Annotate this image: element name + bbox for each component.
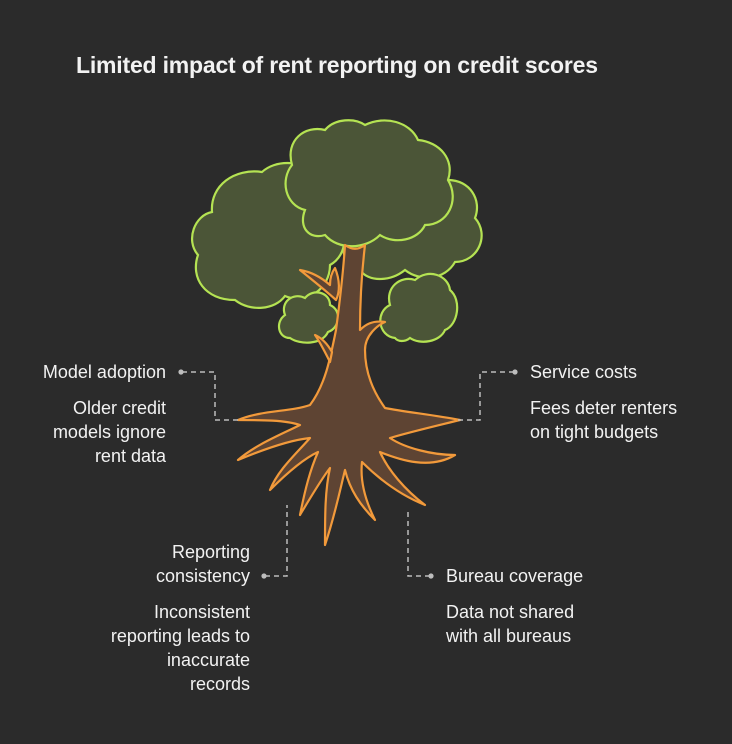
connector-reporting-consistency xyxy=(265,505,288,577)
canopy-small-left xyxy=(277,291,340,344)
desc-model-adoption-line: rent data xyxy=(94,446,166,466)
dot-reporting-consistency xyxy=(261,573,267,579)
desc-reporting-consistency-line: Inconsistent xyxy=(153,602,250,622)
label-reporting-consistency-line: Reporting xyxy=(171,542,250,562)
label-bureau-coverage: Bureau coverage xyxy=(446,566,584,586)
label-model-adoption: Model adoption xyxy=(42,362,166,382)
connector-dots xyxy=(178,369,518,579)
connector-model-adoption xyxy=(182,371,240,421)
connector-service-costs xyxy=(458,371,514,421)
desc-bureau-coverage-line: with all bureaus xyxy=(446,626,572,646)
desc-bureau-coverage-line: Data not shared xyxy=(446,602,575,622)
desc-service-costs-line: Fees deter renters xyxy=(530,398,678,418)
branch-lower-left xyxy=(313,333,334,364)
label-reporting-consistency: Reporting consistency xyxy=(156,540,250,588)
label-service-costs: Service costs xyxy=(530,362,638,382)
dot-bureau-coverage xyxy=(428,573,434,579)
desc-model-adoption: Older credit models ignore rent data xyxy=(53,396,166,468)
desc-reporting-consistency-line: records xyxy=(189,674,250,694)
desc-service-costs: Fees deter renters on tight budgets xyxy=(530,396,677,444)
desc-reporting-consistency-line: reporting leads to xyxy=(110,626,250,646)
label-reporting-consistency-line: consistency xyxy=(155,566,250,586)
tree-trunk-and-roots xyxy=(236,243,462,547)
canopy-small-right xyxy=(379,272,459,343)
desc-model-adoption-line: Older credit xyxy=(72,398,166,418)
branch-left xyxy=(298,266,340,302)
connector-bureau-coverage xyxy=(407,510,430,577)
desc-bureau-coverage: Data not shared with all bureaus xyxy=(446,600,574,648)
connectors xyxy=(182,371,514,577)
desc-reporting-consistency-line: inaccurate xyxy=(166,650,250,670)
tree-trunk xyxy=(236,243,462,547)
desc-model-adoption-line: models ignore xyxy=(52,422,166,442)
diagram-title: Limited impact of rent reporting on cred… xyxy=(76,52,598,78)
dot-model-adoption xyxy=(178,369,184,375)
tree-canopy xyxy=(190,119,483,344)
desc-reporting-consistency: Inconsistent reporting leads to inaccura… xyxy=(111,600,250,696)
desc-service-costs-line: on tight budgets xyxy=(530,422,659,442)
canopy-top-cloud xyxy=(284,119,454,248)
dot-service-costs xyxy=(512,369,518,375)
